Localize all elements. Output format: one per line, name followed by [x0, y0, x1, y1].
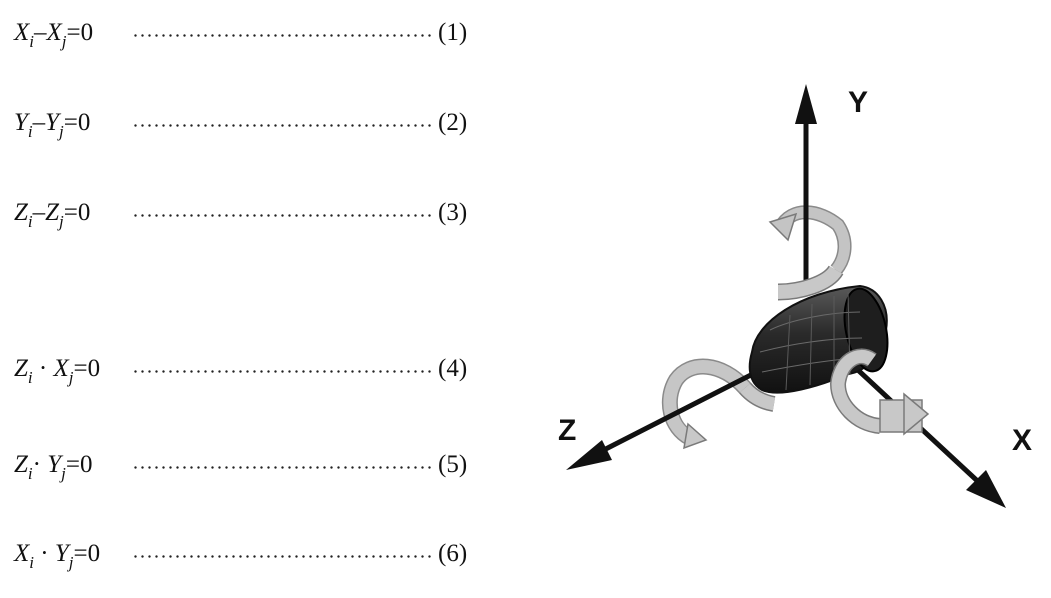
- y-axis-arrowhead: [795, 84, 817, 124]
- equation-expression: Xi · Yj=0: [14, 539, 101, 572]
- x-axis-label: X: [1012, 424, 1032, 457]
- equation-1: Xi–Xj=0 (1): [14, 12, 467, 52]
- leader-dots: [132, 369, 432, 373]
- z-rotation-arrowhead: [683, 422, 708, 450]
- equation-expression: Yi–Yj=0: [14, 108, 91, 141]
- leader-dots: [132, 465, 432, 469]
- leader-dots: [132, 213, 432, 217]
- equation-2: Yi–Yj=0 (2): [14, 102, 467, 142]
- equation-number: (1): [438, 18, 468, 46]
- y-axis-label: Y: [848, 86, 868, 119]
- y-rotation-arrowhead: [768, 212, 798, 242]
- y-rotation-arrow-front-fill: [777, 265, 843, 299]
- equation-number: (4): [438, 354, 468, 382]
- coordinate-axes-figure: Y Z X: [558, 84, 1032, 508]
- equation-4: Zi · Xj=0 (4): [14, 348, 467, 388]
- equation-6: Xi · Yj=0 (6): [14, 533, 467, 573]
- equation-number: (5): [438, 450, 468, 478]
- equation-expression: Zi–Zj=0: [14, 198, 91, 231]
- equation-number: (6): [438, 539, 468, 567]
- z-axis-arrowhead: [566, 440, 612, 470]
- equation-number: (3): [438, 198, 468, 226]
- rigid-body-icon: [748, 284, 889, 394]
- z-axis-label: Z: [558, 414, 576, 447]
- equation-expression: Zi · Xj=0: [14, 354, 101, 387]
- x-axis-arrowhead: [966, 470, 1006, 508]
- z-rotation-arrow-front-fill: [740, 383, 776, 411]
- equation-expression: Zi· Yj=0: [14, 450, 93, 483]
- equation-expression: Xi–Xj=0: [14, 18, 94, 51]
- equation-3: Zi–Zj=0 (3): [14, 192, 467, 232]
- x-rotation-arrow-fill: [831, 350, 882, 433]
- leader-dots: [132, 33, 432, 37]
- equation-number: (2): [438, 108, 468, 136]
- z-rotation-arrow-back-fill: [663, 360, 750, 444]
- equation-5: Zi· Yj=0 (5): [14, 444, 467, 484]
- x-rotation-arrowhead: [903, 392, 930, 436]
- leader-dots: [132, 554, 432, 558]
- leader-dots: [132, 123, 432, 127]
